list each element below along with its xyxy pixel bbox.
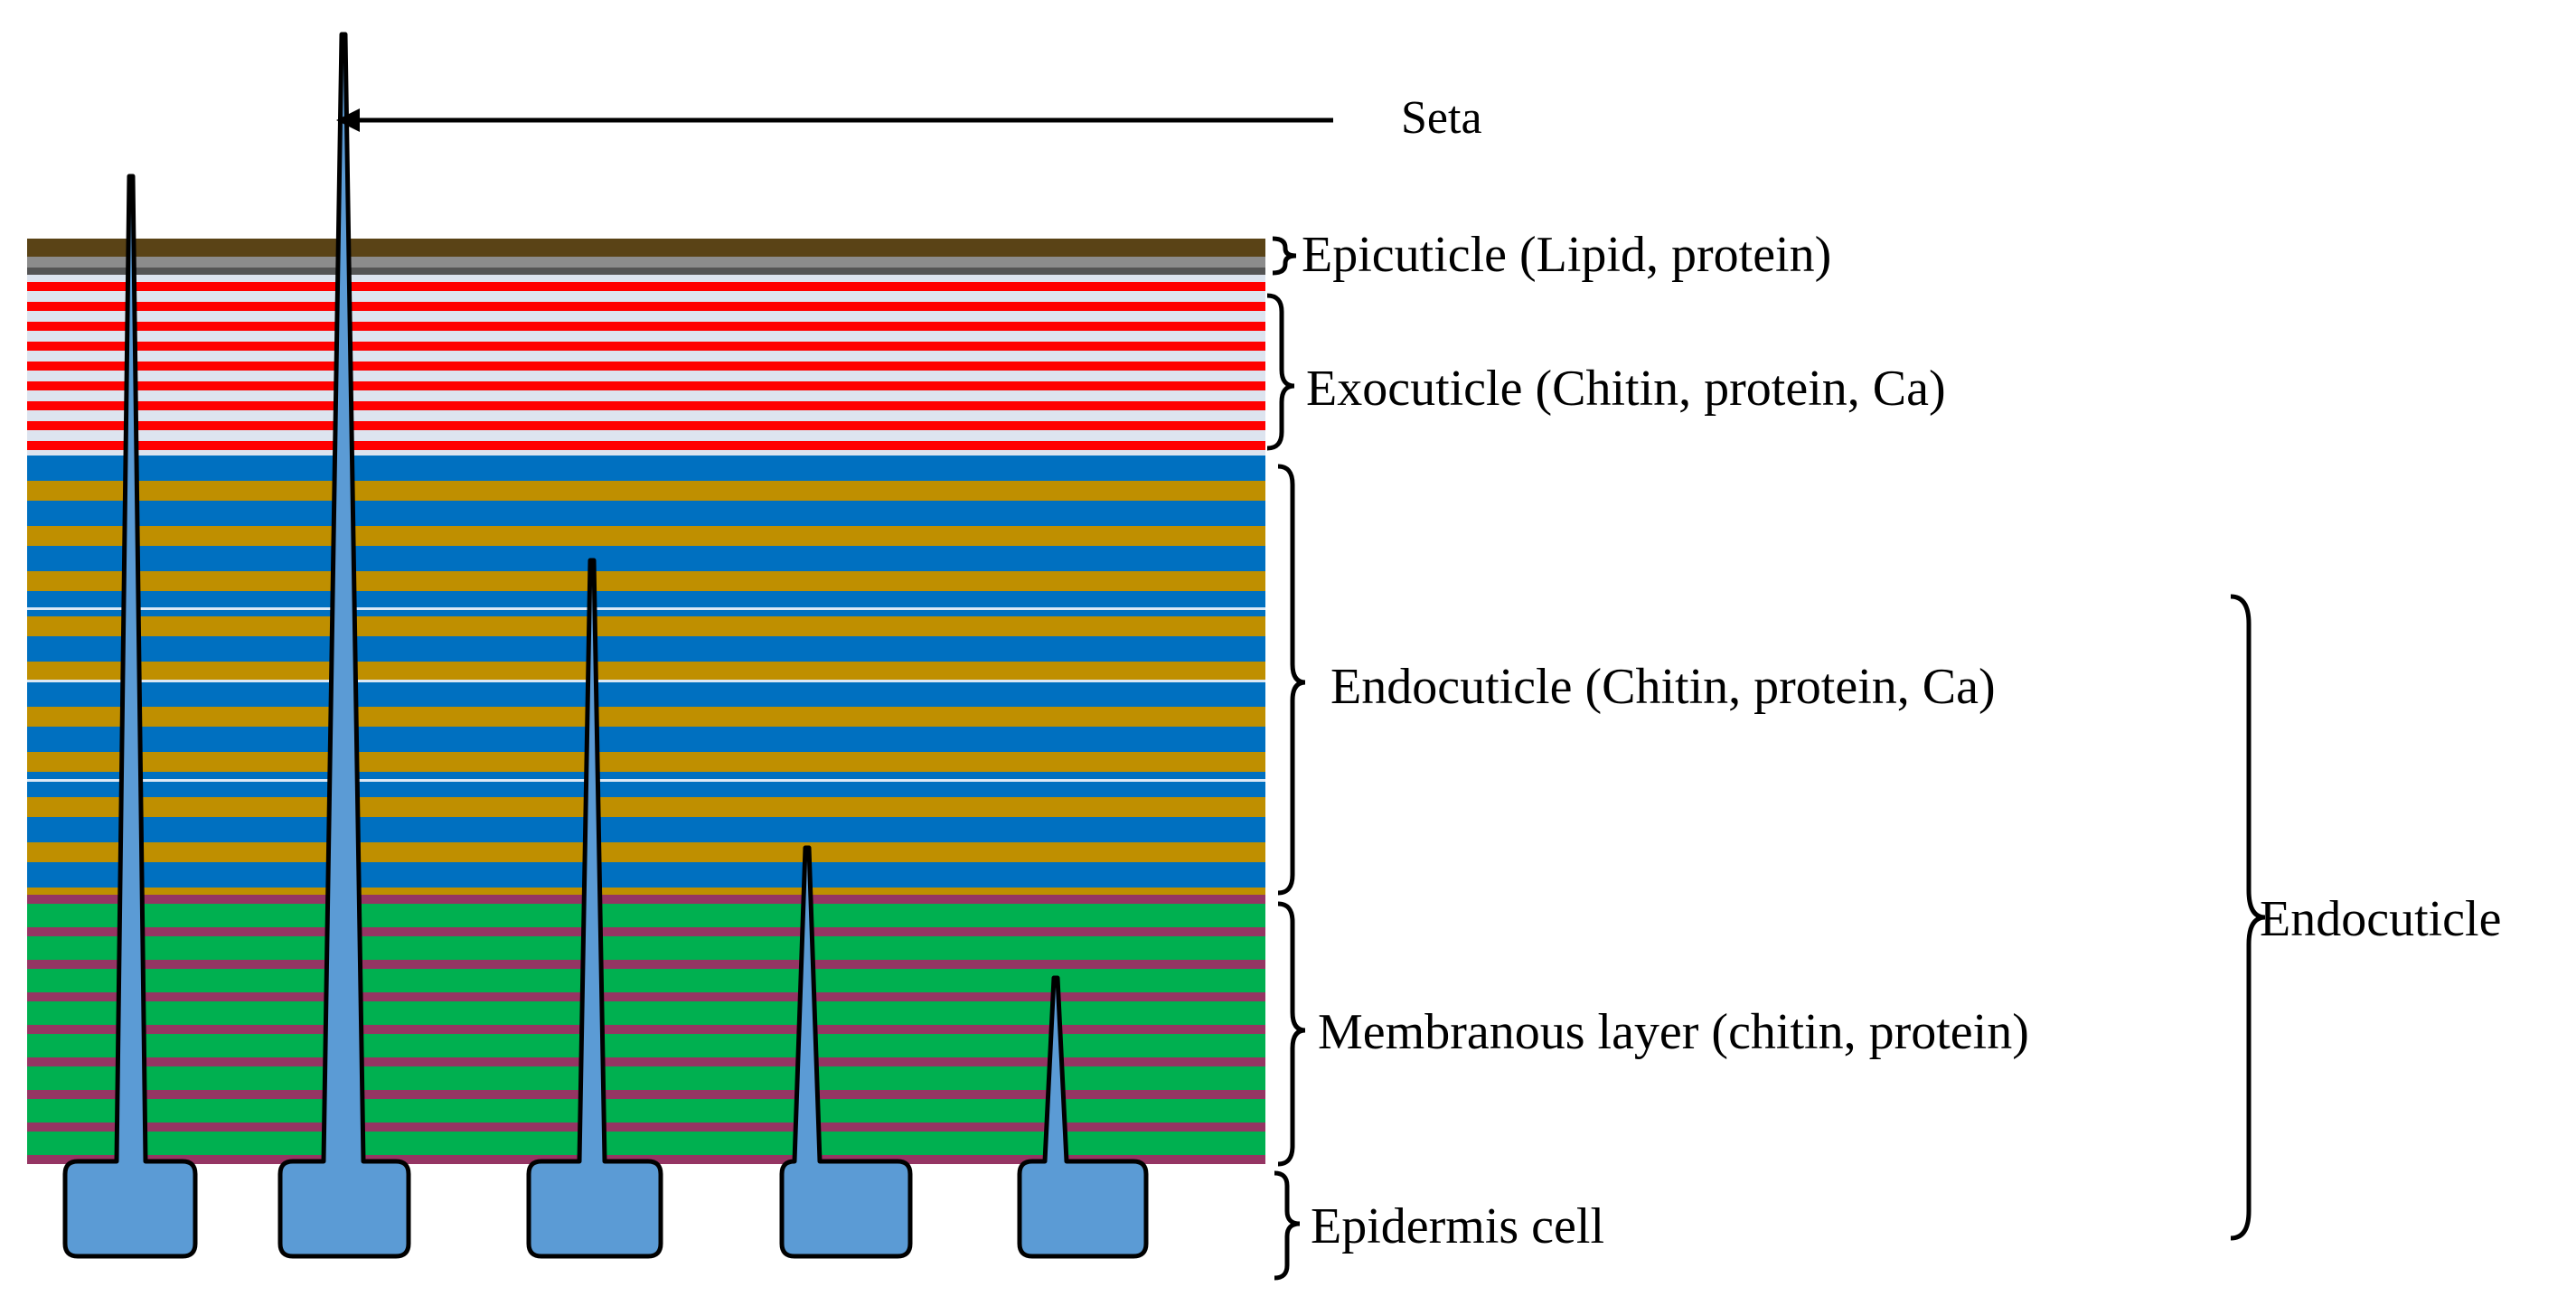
seta-with-epidermis-cell	[1017, 975, 1149, 1259]
endocuticle-stripe	[27, 571, 1265, 591]
membranous-layer	[27, 895, 1265, 1164]
membranous-stripe	[27, 1025, 1265, 1034]
membranous-brace	[1277, 901, 1306, 1167]
seta-label: Seta	[1401, 92, 1482, 144]
exocuticle-stripe	[27, 322, 1265, 331]
endocuticle-stripe	[27, 817, 1265, 842]
endocuticle-stripe	[27, 752, 1265, 772]
epicuticle-band	[27, 239, 1265, 257]
epicuticle-band	[27, 257, 1265, 268]
exocuticle-layer	[27, 275, 1265, 456]
epidermis-brace	[1274, 1170, 1301, 1281]
endocuticle-stripe	[27, 616, 1265, 636]
endocuticle-stripe	[27, 862, 1265, 888]
membranous-stripe	[27, 1099, 1265, 1122]
endocuticle-stripe	[27, 456, 1265, 481]
endocuticle-layer	[27, 456, 1265, 895]
exocuticle-stripe	[27, 381, 1265, 390]
seta-with-epidermis-cell	[526, 558, 663, 1259]
seta-with-epidermis-cell	[779, 845, 913, 1259]
membranous-stripe	[27, 1057, 1265, 1066]
membranous-stripe	[27, 895, 1265, 904]
endocuticle-stripe	[27, 501, 1265, 526]
exocuticle-stripe	[27, 302, 1265, 311]
seta-with-epidermis-cell	[62, 174, 198, 1259]
seta-with-epidermis-cell	[277, 32, 411, 1259]
seta	[779, 845, 913, 1259]
endocuticle-stripe	[27, 772, 1265, 797]
endocuticle-stripe	[27, 481, 1265, 501]
endocuticle-brace	[1277, 464, 1306, 896]
exocuticle-stripe	[27, 282, 1265, 291]
membranous-stripe	[27, 927, 1265, 936]
exocuticle-label: Exocuticle (Chitin, protein, Ca)	[1306, 361, 1946, 417]
membranous-stripe	[27, 960, 1265, 969]
exocuticle-stripe	[27, 362, 1265, 371]
membranous-stripe	[27, 936, 1265, 960]
epicuticle-band	[27, 268, 1265, 275]
epicuticle-label: Epicuticle (Lipid, protein)	[1302, 227, 1831, 283]
membranous-stripe	[27, 969, 1265, 992]
setae	[62, 32, 1149, 1259]
membranous-stripe	[27, 1001, 1265, 1025]
endocuticle-label: Endocuticle (Chitin, protein, Ca)	[1330, 659, 1996, 715]
endocuticle-group-brace	[2230, 594, 2266, 1241]
endocuticle-stripe	[27, 526, 1265, 546]
cuticle-layers	[27, 239, 1265, 1164]
membranous-stripe	[27, 904, 1265, 927]
membranous-stripe	[27, 1090, 1265, 1099]
seta-pointer	[336, 108, 1333, 132]
seta	[1017, 975, 1149, 1259]
membranous-stripe	[27, 1132, 1265, 1155]
endocuticle-line	[27, 607, 1265, 610]
endocuticle-stripe	[27, 727, 1265, 752]
endocuticle-stripe	[27, 888, 1265, 895]
epidermis-cell-label: Epidermis cell	[1311, 1198, 1604, 1254]
seta	[62, 174, 198, 1259]
endocuticle-stripe	[27, 546, 1265, 571]
epicuticle-brace	[1272, 236, 1297, 276]
membranous-stripe	[27, 992, 1265, 1001]
endocuticle-stripe	[27, 681, 1265, 707]
membranous-layer-label: Membranous layer (chitin, protein)	[1318, 1004, 2029, 1060]
exocuticle-stripe	[27, 421, 1265, 430]
endocuticle-stripe	[27, 707, 1265, 727]
endocuticle-line	[27, 779, 1265, 782]
endocuticle-line	[27, 680, 1265, 682]
endocuticle-stripe	[27, 797, 1265, 817]
endocuticle-stripe	[27, 662, 1265, 681]
membranous-stripe	[27, 1034, 1265, 1057]
epicuticle-layer	[27, 239, 1265, 275]
exocuticle-stripe	[27, 342, 1265, 351]
exocuticle-stripe	[27, 401, 1265, 410]
seta	[277, 32, 411, 1259]
membranous-stripe	[27, 1122, 1265, 1132]
endocuticle-group-label: Endocuticle	[2260, 891, 2501, 947]
seta	[526, 558, 663, 1259]
membranous-stripe	[27, 1066, 1265, 1090]
endocuticle-stripe	[27, 842, 1265, 862]
exocuticle-brace	[1266, 293, 1295, 451]
exocuticle-stripe	[27, 441, 1265, 450]
layer-braces	[1266, 236, 2266, 1281]
endocuticle-stripe	[27, 636, 1265, 662]
seta-arrowhead	[336, 108, 360, 132]
endocuticle-stripe	[27, 591, 1265, 616]
